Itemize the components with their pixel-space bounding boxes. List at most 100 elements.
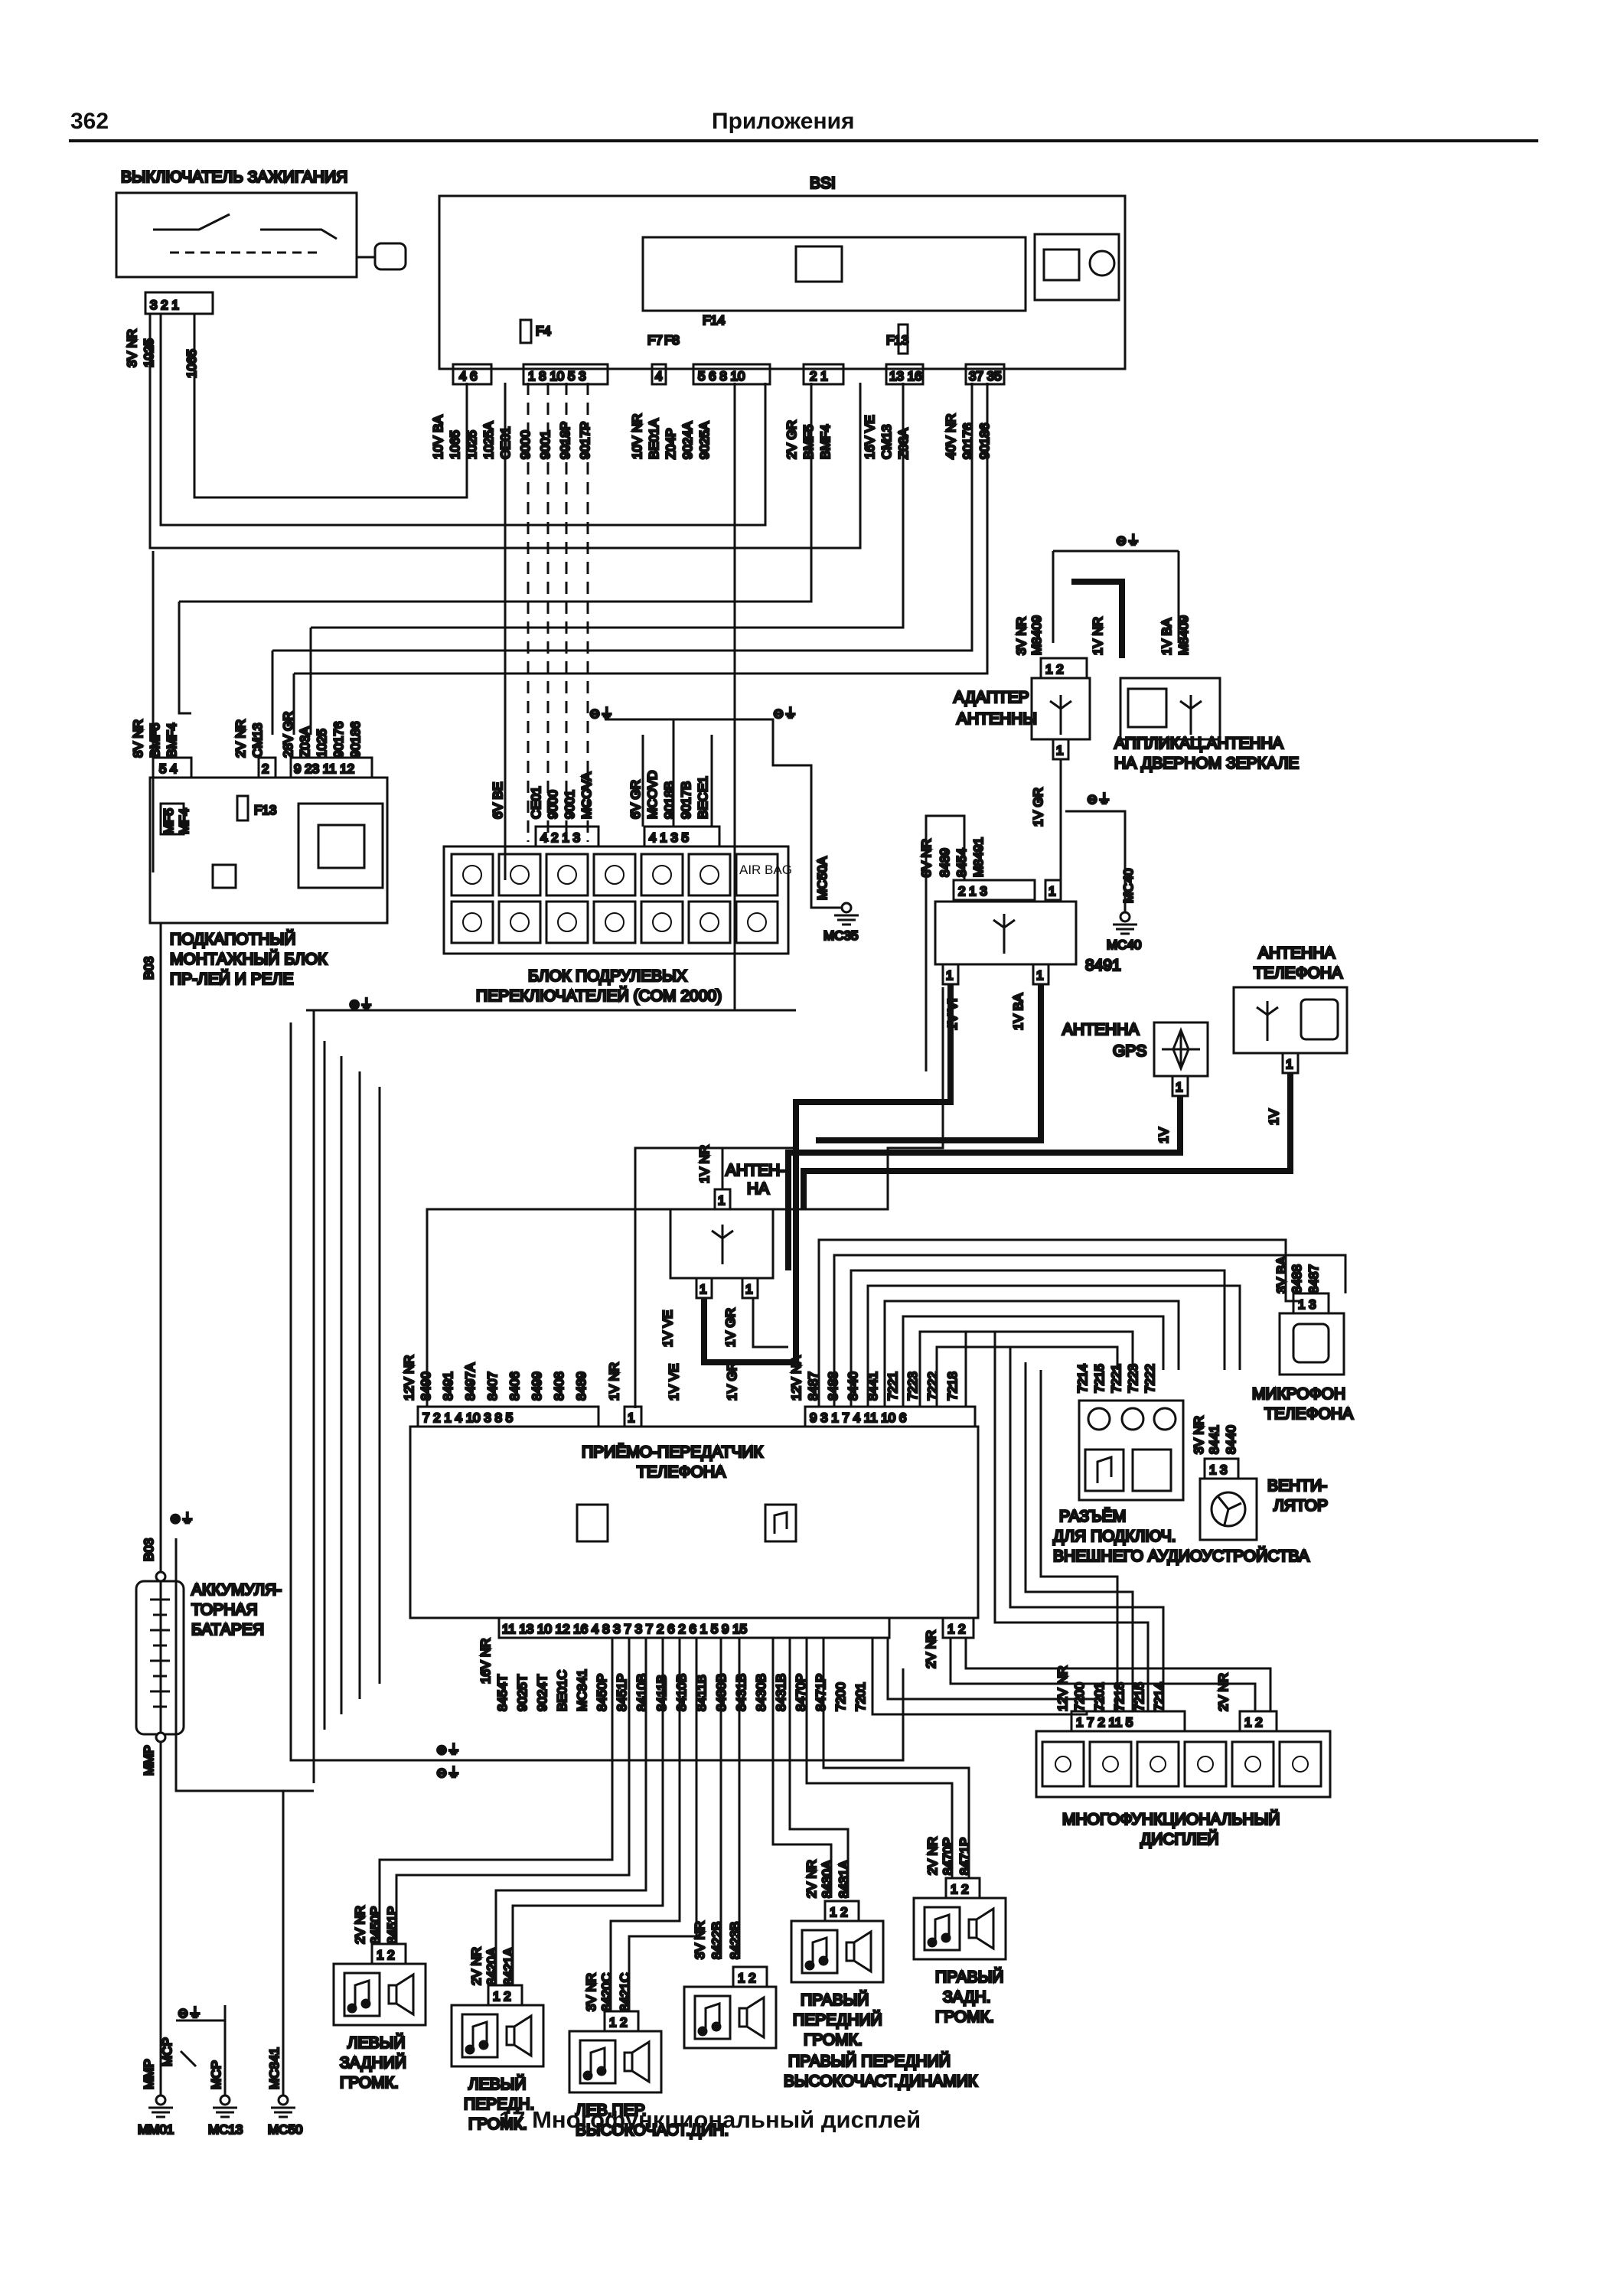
tr-top-pins-r: 9 3 1 7 4 11 10 6 bbox=[810, 1411, 906, 1425]
compass-icon bbox=[1278, 1740, 1322, 1788]
box-right-conn: 28V GR bbox=[281, 712, 295, 758]
highbeam-icon bbox=[545, 853, 589, 897]
fuse-f4 bbox=[519, 318, 533, 344]
ad-right-conn: 1V NR bbox=[1091, 617, 1105, 655]
box-left-wire-1: BMF4 bbox=[165, 723, 179, 758]
bsi-r2-wires-0: CM13 bbox=[879, 425, 894, 459]
speaker-left-rear: 2V NR 8450P 8451P 1 2 ЛЕВЫЙ ЗАДНИЙ ГРОМК… bbox=[332, 1904, 427, 2093]
svg-text:1: 1 bbox=[1176, 1080, 1182, 1094]
tr-bot-pins: 11 13 10 12 16 4 8 3 7 3 7 2 6 2 6 1 5 9… bbox=[502, 1622, 747, 1636]
tr-bot-wire-9: 8410B bbox=[674, 1674, 689, 1711]
wire-1v-phone: 1V bbox=[1267, 1109, 1281, 1125]
tr-bot-wire-16: 8471P bbox=[814, 1674, 828, 1711]
rear-window-icon bbox=[592, 900, 637, 944]
spk-lr-conn: 2V NR bbox=[353, 1906, 367, 1944]
spk-rf-pins: 1 2 bbox=[830, 1905, 848, 1919]
bsi-r1-wires-0: BMF5 bbox=[801, 425, 816, 459]
music-icon-glyph bbox=[1197, 1756, 1214, 1773]
mf4-label: MF4 bbox=[177, 808, 191, 834]
b03-mid: B03 bbox=[142, 1538, 156, 1561]
lamp-icon bbox=[450, 853, 494, 897]
svg-text:1: 1 bbox=[1056, 743, 1063, 758]
svg-text:1: 1 bbox=[1286, 1057, 1293, 1071]
phone-antenna-l1: АНТЕННА bbox=[1258, 944, 1335, 962]
tr-top-right-wire-5: 7223 bbox=[905, 1371, 920, 1401]
sw-left-wire-3: MCOVA bbox=[579, 771, 594, 819]
key-icon-glyph bbox=[1244, 1756, 1261, 1773]
mir-w1: M8409 bbox=[1176, 615, 1191, 655]
hub-pins: 2 1 3 bbox=[958, 884, 987, 899]
washer-icon-glyph bbox=[510, 912, 530, 932]
display-l2: ДИСПЛЕЙ bbox=[1140, 1830, 1218, 1848]
gnd-mc40-v: MC40 bbox=[1121, 869, 1136, 903]
bsi-mid-wires-0: BE01A bbox=[647, 418, 661, 459]
page-number: 362 bbox=[70, 109, 109, 134]
bsi-mid-conn: 10V NR bbox=[630, 413, 644, 459]
tr-bot-wire-2: 9024T bbox=[535, 1675, 550, 1711]
tr-bot-wire-5: 8450P bbox=[595, 1674, 609, 1711]
tr-bot-wire-14: 8431B bbox=[774, 1674, 788, 1711]
hub-wire-0: 8489 bbox=[938, 848, 952, 877]
wire-1v-ba: 1V BA bbox=[1011, 993, 1026, 1030]
gps-l2: GPS bbox=[1113, 1042, 1146, 1060]
fan-l2: ЛЯТОР bbox=[1274, 1497, 1328, 1515]
spk-lr-l2: ЗАДНИЙ bbox=[340, 2053, 406, 2072]
fuse-f13-label: F13 bbox=[254, 803, 276, 817]
phone-antenna-l2: ТЕЛЕФОНА bbox=[1254, 964, 1342, 982]
tr-bot-right-conn: 2V NR bbox=[924, 1630, 938, 1668]
mirror-antenna-l1: АППЛИКАЦ.АНТЕННА bbox=[1114, 735, 1283, 752]
disp-pins-r: 1 2 bbox=[1244, 1715, 1263, 1730]
horn-icon-glyph bbox=[652, 912, 672, 932]
box-pins-r: 9 23 11 12 bbox=[294, 762, 354, 776]
gnd-mc50: MC50 bbox=[268, 2122, 302, 2137]
airbag-text: AIR BAG bbox=[739, 863, 792, 877]
tr-bot-wire-4: MC841 bbox=[575, 1669, 589, 1711]
mf5-label: MF5 bbox=[161, 808, 176, 834]
mir-conn: 1V BA bbox=[1159, 618, 1174, 655]
cruise-icon-glyph bbox=[700, 912, 719, 932]
fan-wire-1: 8440 bbox=[1224, 1425, 1238, 1454]
mic-wire-0: 8488 bbox=[1290, 1264, 1304, 1293]
bracket-icon-glyph bbox=[1150, 1756, 1166, 1773]
disp-wire-3: 7215 bbox=[1132, 1682, 1146, 1711]
ign-pins: 3 2 1 bbox=[150, 298, 179, 312]
box-l1: ПОДКАПОТНЫЙ bbox=[170, 930, 295, 948]
battery-l1: АККУМУЛЯ- bbox=[191, 1581, 282, 1599]
box-pin-m: 2 bbox=[262, 762, 269, 776]
disp-wire-4: 7214 bbox=[1152, 1682, 1166, 1711]
bsi-wires2-2: 9001 bbox=[538, 430, 553, 459]
rear-fog-icon-glyph bbox=[700, 865, 719, 885]
bsi-r3-pins: 37 35 bbox=[969, 369, 1002, 383]
gnd-mm01: MM01 bbox=[138, 2122, 174, 2137]
tr-1v-gr: 1V GR bbox=[725, 1362, 739, 1401]
gps-antenna: АНТЕННА GPS 1 bbox=[1062, 1020, 1209, 1097]
wiper-icon bbox=[450, 900, 494, 944]
spk-lt-conn: 3V NR bbox=[584, 1973, 598, 2011]
antenna-mid: АНТЕН- НА 1 1 1 1V NR 1V VE 1V GR bbox=[660, 1143, 787, 1348]
bsi-pins2: 1 8 10 5 3 bbox=[528, 369, 586, 383]
speaker-left-tweeter: 3V NR 8420C 8421C 1 2 ЛЕВ.ПЕР. ВЫСОКОЧАС… bbox=[568, 1971, 730, 2141]
spk-rt-pins: 1 2 bbox=[738, 1971, 756, 1985]
chip-icon-glyph bbox=[1055, 1756, 1071, 1773]
svg-text:⊖⏚: ⊖⏚ bbox=[1087, 792, 1110, 807]
tr-top-left-conn: 12V NR bbox=[402, 1355, 416, 1401]
wiper-icon-glyph bbox=[462, 912, 482, 932]
svg-text:⊖⏚: ⊖⏚ bbox=[178, 2006, 201, 2020]
hub-pin-r: 1 bbox=[1048, 884, 1055, 899]
compass-icon-glyph bbox=[1292, 1756, 1309, 1773]
disp-wire-0: 7200 bbox=[1072, 1682, 1087, 1711]
bsi-r1-pins: 2 1 bbox=[810, 369, 828, 383]
svg-text:⊖⏚: ⊖⏚ bbox=[773, 706, 797, 721]
spk-rr-l2: ЗАДН. bbox=[943, 1988, 991, 2006]
mirror-antenna-l2: НА ДВЕРНОМ ЗЕРКАЛЕ bbox=[1114, 755, 1299, 772]
airbag-icon bbox=[735, 853, 779, 897]
fuse-f7-label: F7 bbox=[647, 333, 663, 347]
speaker-right-rear: 2V NR 8470P 8471P 1 2 ПРАВЫЙ ЗАДН. ГРОМК… bbox=[912, 1835, 1007, 2027]
transceiver-l2: ТЕЛЕФОНА bbox=[637, 1463, 726, 1481]
wire-1v-gr-top: 1V GR bbox=[1031, 788, 1045, 827]
gnd-mc50a-v: MC50A bbox=[815, 856, 830, 900]
antenna-adapter: ⊖⏚ 1 2 АДАПТЕР АНТЕННЫ 1 3V NR M8409 1V … bbox=[953, 533, 1180, 761]
ad-w1: M8409 bbox=[1029, 615, 1044, 655]
